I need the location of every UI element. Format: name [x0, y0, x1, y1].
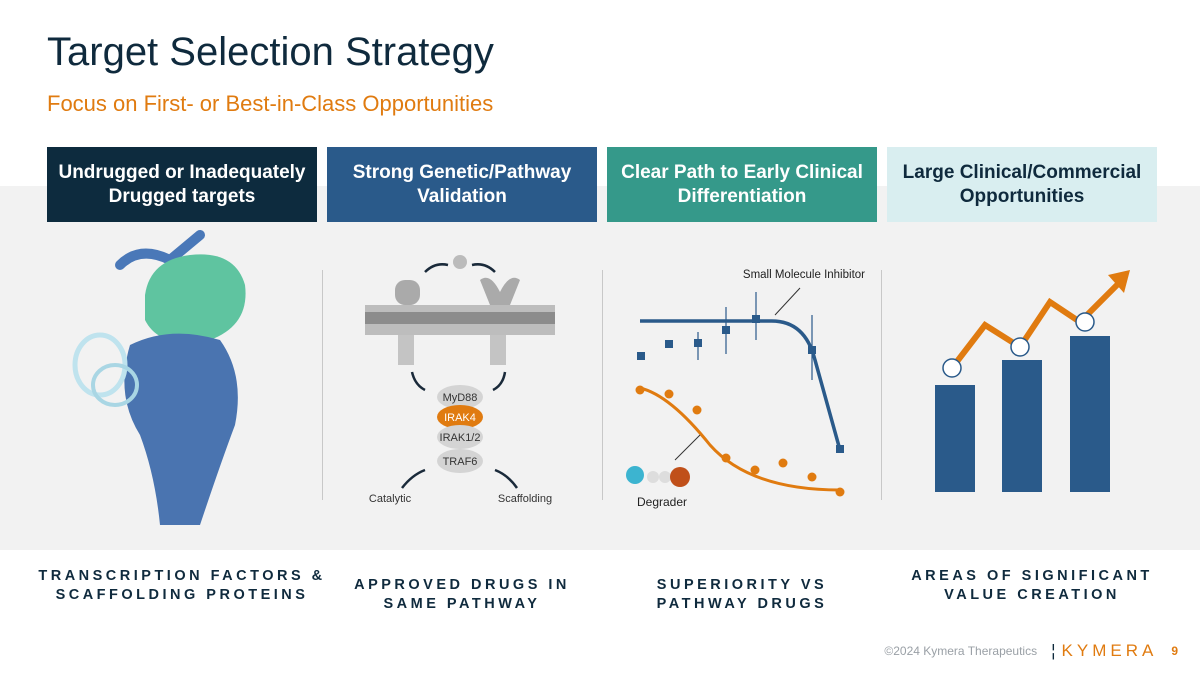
dose-response-chart: Small Molecule Inhibitor Degrader	[626, 269, 865, 509]
bar	[1070, 336, 1110, 492]
footer: ©2024 Kymera Therapeutics ¦KYMERA 9	[884, 638, 1178, 664]
degrader-label: Degrader	[637, 495, 687, 509]
page-subtitle: Focus on First- or Best-in-Class Opportu…	[47, 91, 494, 116]
divider	[881, 270, 882, 500]
node-myd88: MyD88	[443, 392, 478, 404]
logo-text: KYMERA	[1061, 641, 1158, 660]
bar	[1002, 360, 1042, 492]
column-header-undrugged: Undrugged or Inadequately Drugged target…	[47, 147, 317, 222]
column-header-differentiation: Clear Path to Early Clinical Differentia…	[607, 147, 877, 222]
divider	[602, 270, 603, 500]
degrader-points	[635, 385, 845, 497]
caption-value-creation: AREAS OF SIGNIFICANT VALUE CREATION	[911, 568, 1153, 603]
node-irak4: IRAK4	[444, 412, 476, 424]
caption-transcription-factors: TRANSCRIPTION FACTORS & SCAFFOLDING PROT…	[38, 568, 326, 603]
divider	[322, 270, 323, 500]
protein-structure-image	[72, 230, 246, 525]
logo-mark-icon: ¦	[1051, 641, 1060, 660]
output-catalytic: Catalytic	[369, 493, 412, 505]
inhibitor-label: Small Molecule Inhibitor	[743, 269, 865, 281]
caption-approved-drugs: APPROVED DRUGS IN SAME PATHWAY	[354, 577, 570, 612]
copyright: ©2024 Kymera Therapeutics	[884, 644, 1038, 658]
kymera-logo: ¦KYMERA	[1051, 641, 1157, 661]
node-irak12: IRAK1/2	[440, 432, 481, 444]
caption-superiority: SUPERIORITY VS PATHWAY DRUGS	[656, 577, 828, 612]
column-header-opportunities: Large Clinical/Commercial Opportunities	[887, 147, 1157, 222]
inhibitor-points	[637, 315, 844, 453]
bar	[935, 385, 975, 492]
growth-bar-chart	[935, 270, 1130, 492]
inhibitor-error-bars	[697, 292, 813, 380]
output-scaffolding: Scaffolding	[498, 493, 552, 505]
page-title: Target Selection Strategy	[47, 30, 494, 74]
pathway-diagram: MyD88 IRAK4 IRAK1/2 TRAF6 Catalytic Scaf…	[365, 255, 555, 505]
node-traf6: TRAF6	[443, 456, 478, 468]
column-header-validation: Strong Genetic/Pathway Validation	[327, 147, 597, 222]
page-number: 9	[1171, 644, 1178, 658]
